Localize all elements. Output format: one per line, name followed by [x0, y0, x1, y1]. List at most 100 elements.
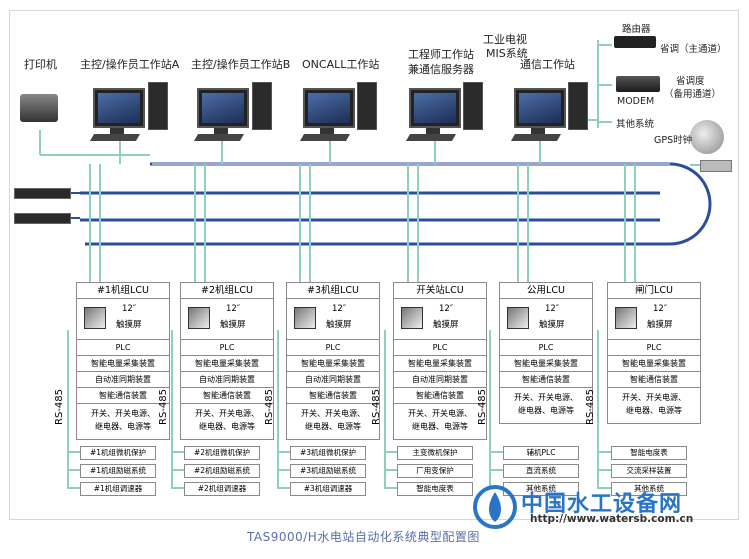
other-systems-label: 其他系统	[616, 119, 655, 130]
device-row: 智能通信装置	[181, 388, 273, 404]
keyboard-icon	[89, 134, 141, 141]
touchscreen-size: 12″	[332, 304, 346, 314]
monitor-icon	[197, 88, 249, 128]
io-row: 开关、开关电源、继电器、电源等	[181, 404, 273, 439]
monitor-icon	[409, 88, 461, 128]
io-line-2: 继电器、电源等	[412, 422, 468, 431]
plc-row: PLC	[181, 340, 273, 356]
device-row: 智能电量采集装置	[287, 356, 379, 372]
io-row: 开关、开关电源、继电器、电源等	[394, 404, 486, 439]
rs485-label: RS-485	[264, 389, 275, 425]
satellite-dish-icon	[690, 120, 724, 154]
sub-device-box: #3机组微机保护	[290, 446, 366, 460]
keyboard-icon	[405, 134, 457, 141]
rs485-label: RS-485	[371, 389, 382, 425]
gps-label: GPS时钟	[654, 135, 693, 146]
station-b-label: 主控/操作员工作站B	[191, 58, 291, 71]
io-row: 开关、开关电源、继电器、电源等	[287, 404, 379, 439]
device-row: 自动准同期装置	[287, 372, 379, 388]
plc-row: PLC	[77, 340, 169, 356]
io-line-1: 开关、开关电源、	[408, 409, 472, 418]
touchscreen: 12″触摸屏	[500, 299, 592, 340]
io-row: 开关、开关电源、继电器、电源等	[500, 388, 592, 423]
tv-label-1: 工业电视	[483, 33, 527, 46]
provincial-main-label: 省调（主通道）	[660, 44, 727, 55]
touchscreen-icon	[401, 307, 423, 329]
plc-row: PLC	[394, 340, 486, 356]
engineer-label-1: 工程师工作站	[408, 48, 474, 61]
sub-device-box: 智能电度表	[397, 482, 473, 496]
io-line-2: 继电器、电源等	[305, 422, 361, 431]
sub-device-box: 辅机PLC	[503, 446, 579, 460]
io-line-2: 继电器、电源等	[199, 422, 255, 431]
device-row: 智能电量采集装置	[500, 356, 592, 372]
sub-device-box: #2机组励磁系统	[184, 464, 260, 478]
gps-device-icon	[700, 160, 732, 172]
touchscreen-size: 12″	[545, 304, 559, 314]
sub-device-box: #1机组励磁系统	[80, 464, 156, 478]
plc-row: PLC	[500, 340, 592, 356]
oncall-label: ONCALL工作站	[302, 58, 380, 71]
pc-tower-icon	[568, 82, 588, 130]
touchscreen-icon	[507, 307, 529, 329]
device-row: 智能电量采集装置	[394, 356, 486, 372]
monitor-icon	[303, 88, 355, 128]
sub-device-box: #3机组励磁系统	[290, 464, 366, 478]
sub-device-box: #2机组调速器	[184, 482, 260, 496]
comm-label: 通信工作站	[520, 58, 575, 71]
server-rack-2	[14, 213, 71, 224]
printer-icon	[20, 94, 58, 122]
device-row: 智能通信装置	[287, 388, 379, 404]
provincial-backup-label-2: （备用通道）	[664, 89, 722, 100]
modem-icon	[616, 76, 660, 92]
rs485-label: RS-485	[477, 389, 488, 425]
modem-label: MODEM	[617, 96, 655, 107]
pc-tower-icon	[148, 82, 168, 130]
device-row: 自动准同期装置	[394, 372, 486, 388]
io-line-2: 继电器、电源等	[626, 406, 682, 415]
device-row: 自动准同期装置	[181, 372, 273, 388]
device-row: 智能电量采集装置	[608, 356, 700, 372]
monitor-icon	[514, 88, 566, 128]
sub-device-box: #2机组微机保护	[184, 446, 260, 460]
io-line-1: 开关、开关电源、	[301, 409, 365, 418]
sub-device-box: 智能电度表	[611, 446, 687, 460]
touchscreen: 12″ 触摸屏	[287, 299, 379, 340]
router-label: 路由器	[622, 24, 651, 35]
engineer-label-2: 兼通信服务器	[408, 63, 474, 76]
touchscreen-label: 触摸屏	[647, 320, 673, 330]
lcu-title: #2机组LCU	[181, 283, 273, 299]
pc-tower-icon	[463, 82, 483, 130]
sub-device-box: 其他系统	[611, 482, 687, 496]
touchscreen-label: 触摸屏	[220, 320, 246, 330]
ring-bus	[85, 162, 712, 246]
touchscreen-label: 触摸屏	[116, 320, 142, 330]
sub-device-box: #3机组调速器	[290, 482, 366, 496]
rs485-label: RS-485	[158, 389, 169, 425]
touchscreen: 12″触摸屏	[608, 299, 700, 340]
lcu-title: 公用LCU	[500, 283, 592, 299]
io-row: 开关、开关电源、继电器、电源等	[608, 388, 700, 423]
sub-device-box: 其他系统	[503, 482, 579, 496]
watermark-url: http://www.watersb.com.cn	[530, 513, 694, 525]
touchscreen-label: 触摸屏	[326, 320, 352, 330]
lcu-title: #3机组LCU	[287, 283, 379, 299]
station-a-label: 主控/操作员工作站A	[80, 58, 180, 71]
sub-device-box: #1机组调速器	[80, 482, 156, 496]
provincial-backup-label-1: 省调度	[676, 76, 705, 87]
lcu-title: 闸门LCU	[608, 283, 700, 299]
device-row: 智能通信装置	[500, 372, 592, 388]
io-line-1: 开关、开关电源、	[622, 393, 686, 402]
diagram-caption: TAS9000/H水电站自动化系统典型配置图	[247, 530, 480, 544]
touchscreen-icon	[188, 307, 210, 329]
tv-label-2: MIS系统	[486, 47, 528, 60]
sub-device-box: #1机组微机保护	[80, 446, 156, 460]
device-row: 智能通信装置	[608, 372, 700, 388]
server-rack-1	[14, 188, 71, 199]
printer-label: 打印机	[24, 58, 57, 71]
plc-row: PLC	[287, 340, 379, 356]
